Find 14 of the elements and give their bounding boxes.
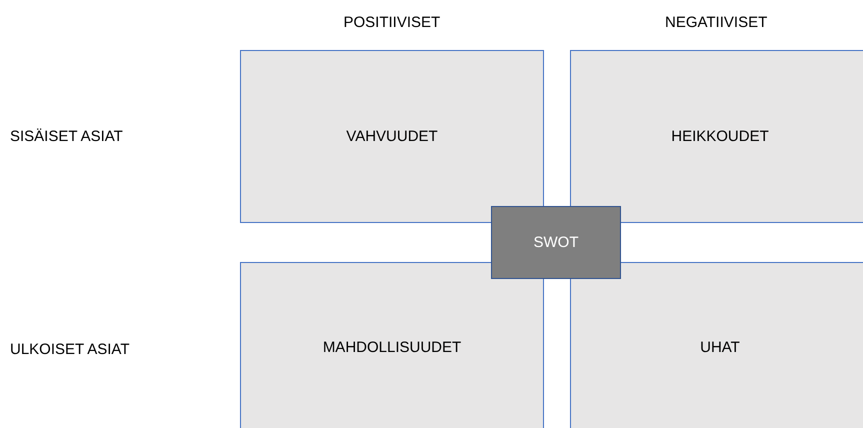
column-heading: NEGATIIVISET bbox=[665, 14, 768, 31]
center-box bbox=[491, 206, 621, 279]
row-heading: ULKOISET ASIAT bbox=[10, 341, 130, 358]
box-label: SWOT bbox=[534, 234, 578, 251]
box-label: UHAT bbox=[700, 338, 740, 356]
quadrant-box bbox=[240, 262, 544, 428]
quadrant-box bbox=[570, 262, 863, 428]
box-label: MAHDOLLISUUDET bbox=[322, 338, 462, 356]
quadrant-box bbox=[570, 50, 863, 223]
quadrant-box bbox=[240, 50, 544, 223]
box-label: HEIKKOUDET bbox=[671, 128, 769, 145]
row-heading: SISÄISET ASIAT bbox=[10, 128, 123, 145]
box-label: VAHVUUDET bbox=[346, 128, 438, 145]
column-heading: POSITIIVISET bbox=[344, 14, 440, 31]
